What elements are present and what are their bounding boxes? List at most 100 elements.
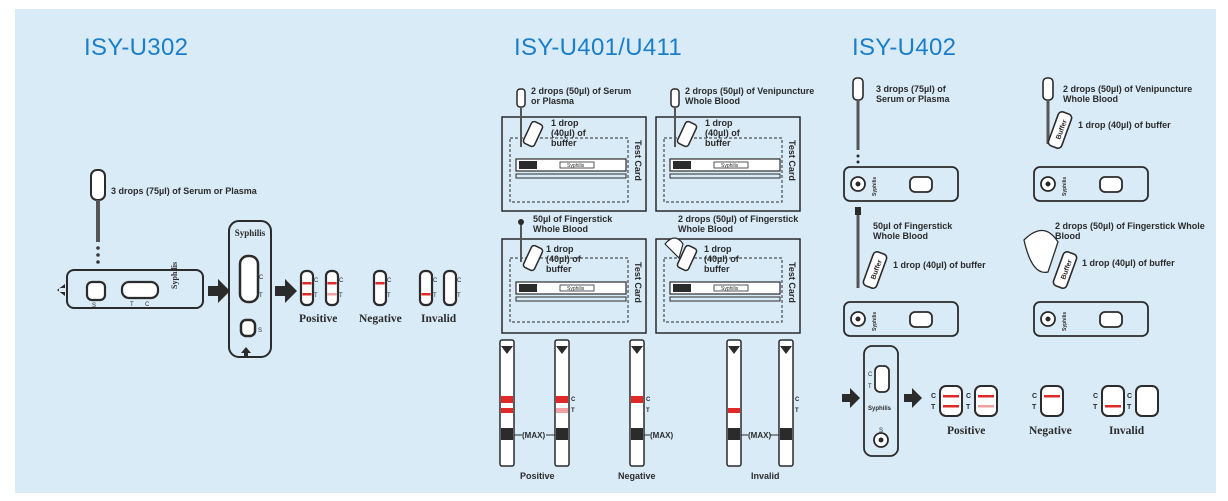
svg-text:T: T (931, 404, 936, 411)
u401-step-1-sample: 2 drops (50µl) of Serum or Plasma (531, 86, 632, 106)
u402-step-2-buffer: 1 drop (40µl) of buffer (1078, 120, 1171, 130)
svg-text:S: S (258, 328, 262, 334)
svg-text:C: C (1093, 393, 1098, 400)
u402-result-positive: Positive (947, 425, 986, 437)
u401-step-1-buffer: 1 drop (40µl) of buffer (551, 118, 586, 148)
svg-text:C: C (457, 278, 462, 284)
u401-card-strip-details (519, 161, 749, 292)
svg-text:C: C (966, 393, 971, 400)
svg-text:T: T (259, 293, 263, 299)
u401-step-2-sample: 2 drops (50µl) of Venipuncture Whole Blo… (685, 86, 815, 106)
u302-cassette: S T C (66, 269, 204, 309)
svg-text:T: T (868, 384, 872, 390)
u302-cassette-label: Syphilis (170, 261, 179, 289)
u401-buffer-bottles (522, 120, 698, 272)
u401-step-2-buffer: 1 drop (40µl) of buffer (705, 118, 740, 148)
u302-step-arrow-2 (275, 279, 297, 303)
u402-result-invalid: Invalid (1109, 425, 1145, 437)
svg-text:C: C (931, 393, 936, 400)
u402-step-2-sample: 2 drops (50µl) of Venipuncture Whole Blo… (1063, 84, 1193, 104)
svg-text:Syphilis: Syphilis (567, 286, 585, 292)
svg-text:S: S (879, 428, 883, 434)
u401-step-4-sample: 2 drops (50µl) of Fingerstick Whole Bloo… (678, 214, 799, 234)
u401-result-positive: Positive (520, 471, 555, 481)
u302-result-icons: C T C T C T C T C T (299, 269, 462, 307)
svg-text:Syphilis: Syphilis (872, 312, 878, 331)
svg-text:S: S (92, 303, 96, 309)
svg-text:C: C (571, 397, 576, 403)
svg-text:T: T (966, 404, 971, 411)
u302-step-text: 3 drops (75µl) of Serum or Plasma (111, 186, 257, 196)
svg-text:Syphilis: Syphilis (1062, 312, 1068, 331)
u302-result-negative: Negative (359, 313, 402, 325)
svg-text:C: C (259, 275, 264, 281)
u402-vertical-device: Syphilis C T S (863, 345, 899, 457)
svg-text:T: T (646, 408, 650, 414)
u302-result-invalid: Invalid (421, 313, 457, 325)
u401-step-3-buffer: 1 drop (40µl) of buffer (546, 244, 581, 274)
u401-max-label-3: (MAX) (748, 431, 772, 440)
svg-text:T: T (795, 408, 799, 414)
u402-step-4-buffer: 1 drop (40µl) of buffer (1082, 258, 1175, 268)
u402-step-4-sample: 2 drops (50µl) of Fingerstick Whole Bloo… (1055, 221, 1205, 241)
svg-text:Syphilis: Syphilis (721, 286, 739, 292)
u401-max-label-2: (MAX) (650, 431, 674, 440)
u401-title: ISY-U401/U411 (514, 34, 683, 61)
svg-text:C: C (795, 397, 800, 403)
svg-text:T: T (1127, 404, 1132, 411)
svg-text:T: T (387, 293, 391, 299)
u402-cassettes (843, 166, 1149, 337)
u401-droppers (516, 88, 684, 262)
u402-result-icons: CT CT CT CT CT (931, 385, 1159, 417)
u401-test-cards (501, 116, 801, 334)
u402-droppers (852, 77, 1059, 288)
u302-dropper (90, 169, 106, 264)
u401-step-4-buffer: 1 drop (40µl) of buffer (704, 244, 739, 274)
svg-text:T: T (433, 293, 437, 299)
svg-text:Syphilis: Syphilis (872, 177, 878, 196)
svg-text:T: T (314, 293, 318, 299)
svg-text:T: T (1093, 404, 1098, 411)
u302-result-positive: Positive (299, 313, 338, 325)
u402-arrow-1 (842, 388, 860, 408)
svg-text:Syphilis: Syphilis (721, 163, 739, 169)
svg-text:C: C (1032, 393, 1037, 400)
u402-step-3-buffer: 1 drop (40µl) of buffer (893, 260, 986, 270)
u402-step-1-sample: 3 drops (75µl) of Serum or Plasma (876, 84, 950, 104)
u401-result-negative: Negative (618, 471, 656, 481)
svg-text:T: T (457, 293, 461, 299)
svg-text:C: C (314, 278, 319, 284)
u402-result-negative: Negative (1029, 425, 1072, 437)
u401-max-label-1: (MAX) (522, 431, 546, 440)
svg-text:Syphilis: Syphilis (868, 406, 892, 412)
svg-text:Test Card: Test Card (787, 140, 797, 181)
u302-device-label: Syphilis (234, 228, 266, 238)
u402-arrow-2 (904, 388, 922, 408)
svg-text:C: C (145, 302, 150, 308)
svg-text:T: T (1032, 404, 1037, 411)
u302-step-arrow-1 (208, 279, 230, 303)
svg-text:Syphilis: Syphilis (567, 163, 585, 169)
svg-text:C: C (1127, 393, 1132, 400)
u302-vertical-device: C T S (228, 220, 272, 358)
svg-text:C: C (646, 397, 651, 403)
svg-text:Test Card: Test Card (633, 140, 643, 181)
u402-buffer-bottles (862, 111, 1078, 289)
u401-card-text: Test Card Test Card Test Card Test Card … (567, 140, 797, 303)
u302-title: ISY-U302 (84, 34, 189, 61)
svg-text:C: C (339, 278, 344, 284)
svg-text:C: C (433, 278, 438, 284)
svg-text:Test Card: Test Card (633, 262, 643, 303)
svg-text:C: C (387, 278, 392, 284)
svg-text:T: T (339, 293, 343, 299)
u401-result-invalid: Invalid (751, 471, 780, 481)
u402-step-3-sample: 50µl of Fingerstick Whole Blood (873, 221, 953, 241)
svg-text:T: T (130, 302, 134, 308)
svg-text:Test Card: Test Card (787, 262, 797, 303)
svg-text:T: T (571, 408, 575, 414)
svg-text:C: C (868, 372, 873, 378)
u401-step-3-sample: 50µl of Fingerstick Whole Blood (533, 214, 613, 234)
svg-text:Syphilis: Syphilis (1062, 177, 1068, 196)
u401-result-strips: CT CT CT (499, 339, 800, 467)
